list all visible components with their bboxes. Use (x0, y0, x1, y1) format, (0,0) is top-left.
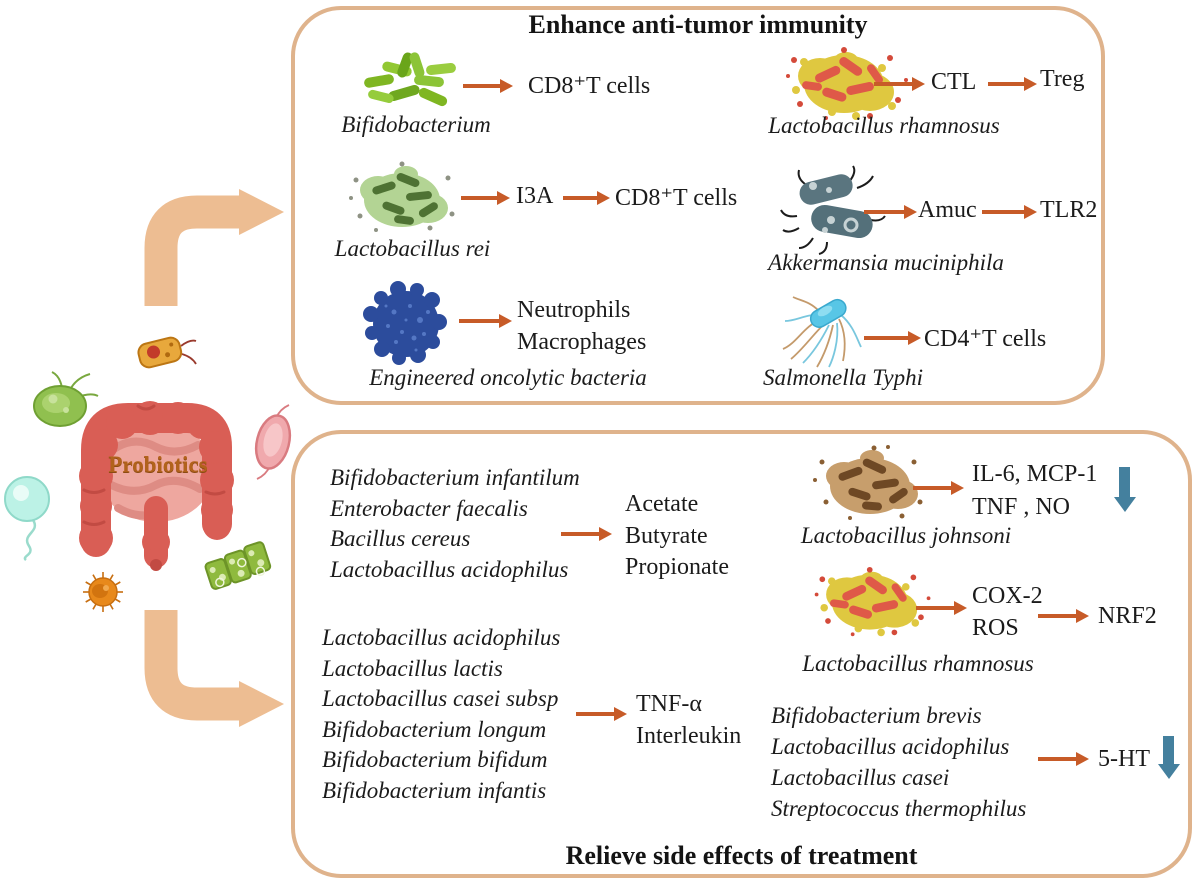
bottom-box-title: Relieve side effects of treatment (565, 841, 918, 870)
bacteria-name: Lactobacillus casei (771, 765, 950, 790)
rod-bacterium-icon (137, 336, 197, 369)
pathway-target: CD8⁺T cells (528, 73, 651, 99)
arrow (916, 606, 954, 610)
decrease-arrow-icon (1163, 736, 1174, 764)
cytokine-products-list: TNF-α Interleukin (636, 688, 741, 752)
bacterium-label: Lactobacillus rei (334, 236, 491, 261)
bacteria-name: Lactobacillus casei subsp (322, 686, 559, 711)
bacteria-name: Bifidobacterium infantilum (330, 465, 580, 490)
bacterium-label: Lactobacillus johnsoni (800, 523, 1012, 548)
serotonin-bacteria-list: Bifidobacterium brevis Lactobacillus aci… (771, 700, 1026, 824)
lactobacillus-rei-icon (349, 161, 455, 232)
pathway-target: TNF , NO (972, 494, 1071, 520)
pathway-mediator: COX-2 (972, 583, 1043, 609)
arrow (459, 319, 499, 323)
pink-oval-microbe-icon (254, 404, 292, 480)
pathway-target: CD8⁺T cells (615, 185, 738, 211)
bacteria-name: Lactobacillus acidophilus (330, 556, 569, 582)
green-algae-chain-icon (204, 541, 272, 590)
orange-spiky-microbe-icon (83, 572, 123, 612)
bacteria-name: Bacillus cereus (330, 526, 471, 551)
arrow (561, 532, 599, 536)
bacteria-name: Lactobacillus lactis (322, 655, 503, 681)
arrow (461, 196, 497, 200)
arrow (864, 210, 904, 214)
bacterium-label: Salmonella Typhi (763, 365, 923, 390)
lactobacillus-rhamnosus-icon (814, 566, 931, 637)
cytokine: Interleukin (636, 723, 742, 749)
salmonella-typhi-icon (782, 296, 862, 368)
arrow (563, 196, 597, 200)
metabolite: Propionate (625, 554, 729, 580)
bacteria-name: Bifidobacterium infantis (322, 777, 547, 803)
intestine-illustration (79, 401, 234, 571)
elbow-arrow-top (144, 189, 284, 306)
arrow (463, 84, 500, 88)
pathway-target: Treg (1040, 66, 1085, 92)
scfa-products-list: Acetate Butyrate Propionate (625, 489, 729, 584)
lactobacillus-johnsoni-icon (813, 445, 923, 520)
pathway-target: TLR2 (1040, 197, 1098, 223)
arrow (1038, 614, 1076, 618)
pathway-mediator: I3A (516, 183, 554, 209)
elbow-arrow-bottom (144, 610, 284, 727)
top-box-title: Enhance anti-tumor immunity (528, 10, 868, 39)
pathway-target: Neutrophils (517, 297, 631, 323)
relieve-side-effects-box (291, 430, 1192, 878)
bacteria-name: Lactobacillus acidophilus (322, 625, 561, 650)
bacteria-name: Enterobacter faecalis (330, 495, 528, 521)
bacterium-label: Bifidobacterium (341, 112, 491, 137)
pathway-mediator: CTL (931, 69, 977, 95)
bacteria-name: Bifidobacterium bifidum (322, 747, 548, 772)
scfa-bacteria-list: Bifidobacterium infantilum Enterobacter … (330, 463, 580, 585)
green-microbe-icon (33, 371, 99, 427)
cytokine: TNF-α (636, 691, 702, 717)
bacterium-label: Akkermansia muciniphila (768, 250, 1004, 275)
bacteria-name: Bifidobacterium brevis (771, 703, 982, 728)
pathway-target: CD4⁺T cells (924, 326, 1047, 352)
pathway-mediator: Amuc (918, 197, 977, 223)
cyan-cell-icon (4, 476, 50, 561)
cytokine-bacteria-list: Lactobacillus acidophilus Lactobacillus … (322, 623, 560, 806)
pathway-target: NRF2 (1098, 603, 1157, 629)
probiotics-label: Probiotics (108, 452, 208, 477)
arrow (874, 82, 912, 86)
arrow (982, 210, 1024, 214)
decrease-arrow-icon (1119, 467, 1130, 497)
pathway-target: 5-HT (1098, 746, 1150, 772)
oncolytic-bacteria-icon (363, 281, 447, 365)
pathway-target: Macrophages (517, 329, 647, 355)
arrow (913, 486, 951, 490)
akkermansia-icon (780, 165, 886, 255)
arrow (1038, 757, 1076, 761)
pathway-target: IL-6, MCP-1 (972, 461, 1098, 487)
arrow (576, 712, 614, 716)
bacteria-name: Bifidobacterium longum (322, 716, 547, 742)
metabolite: Butyrate (625, 522, 708, 549)
bacterium-label: Engineered oncolytic bacteria (369, 365, 647, 390)
arrow (864, 336, 908, 340)
bacteria-name: Lactobacillus acidophilus (771, 734, 1010, 759)
enhance-immunity-box (291, 6, 1105, 405)
arrow (988, 82, 1024, 86)
bacterium-label: Lactobacillus rhamnosus (802, 651, 1034, 676)
bacteria-name: Streptococcus thermophilus (771, 796, 1027, 821)
metabolite: Acetate (625, 491, 699, 517)
bifidobacterium-icon (364, 52, 456, 107)
pathway-mediator: ROS (972, 615, 1019, 641)
lactobacillus-rhamnosus-icon (786, 47, 908, 120)
bacterium-label: Lactobacillus rhamnosus (768, 113, 1000, 138)
